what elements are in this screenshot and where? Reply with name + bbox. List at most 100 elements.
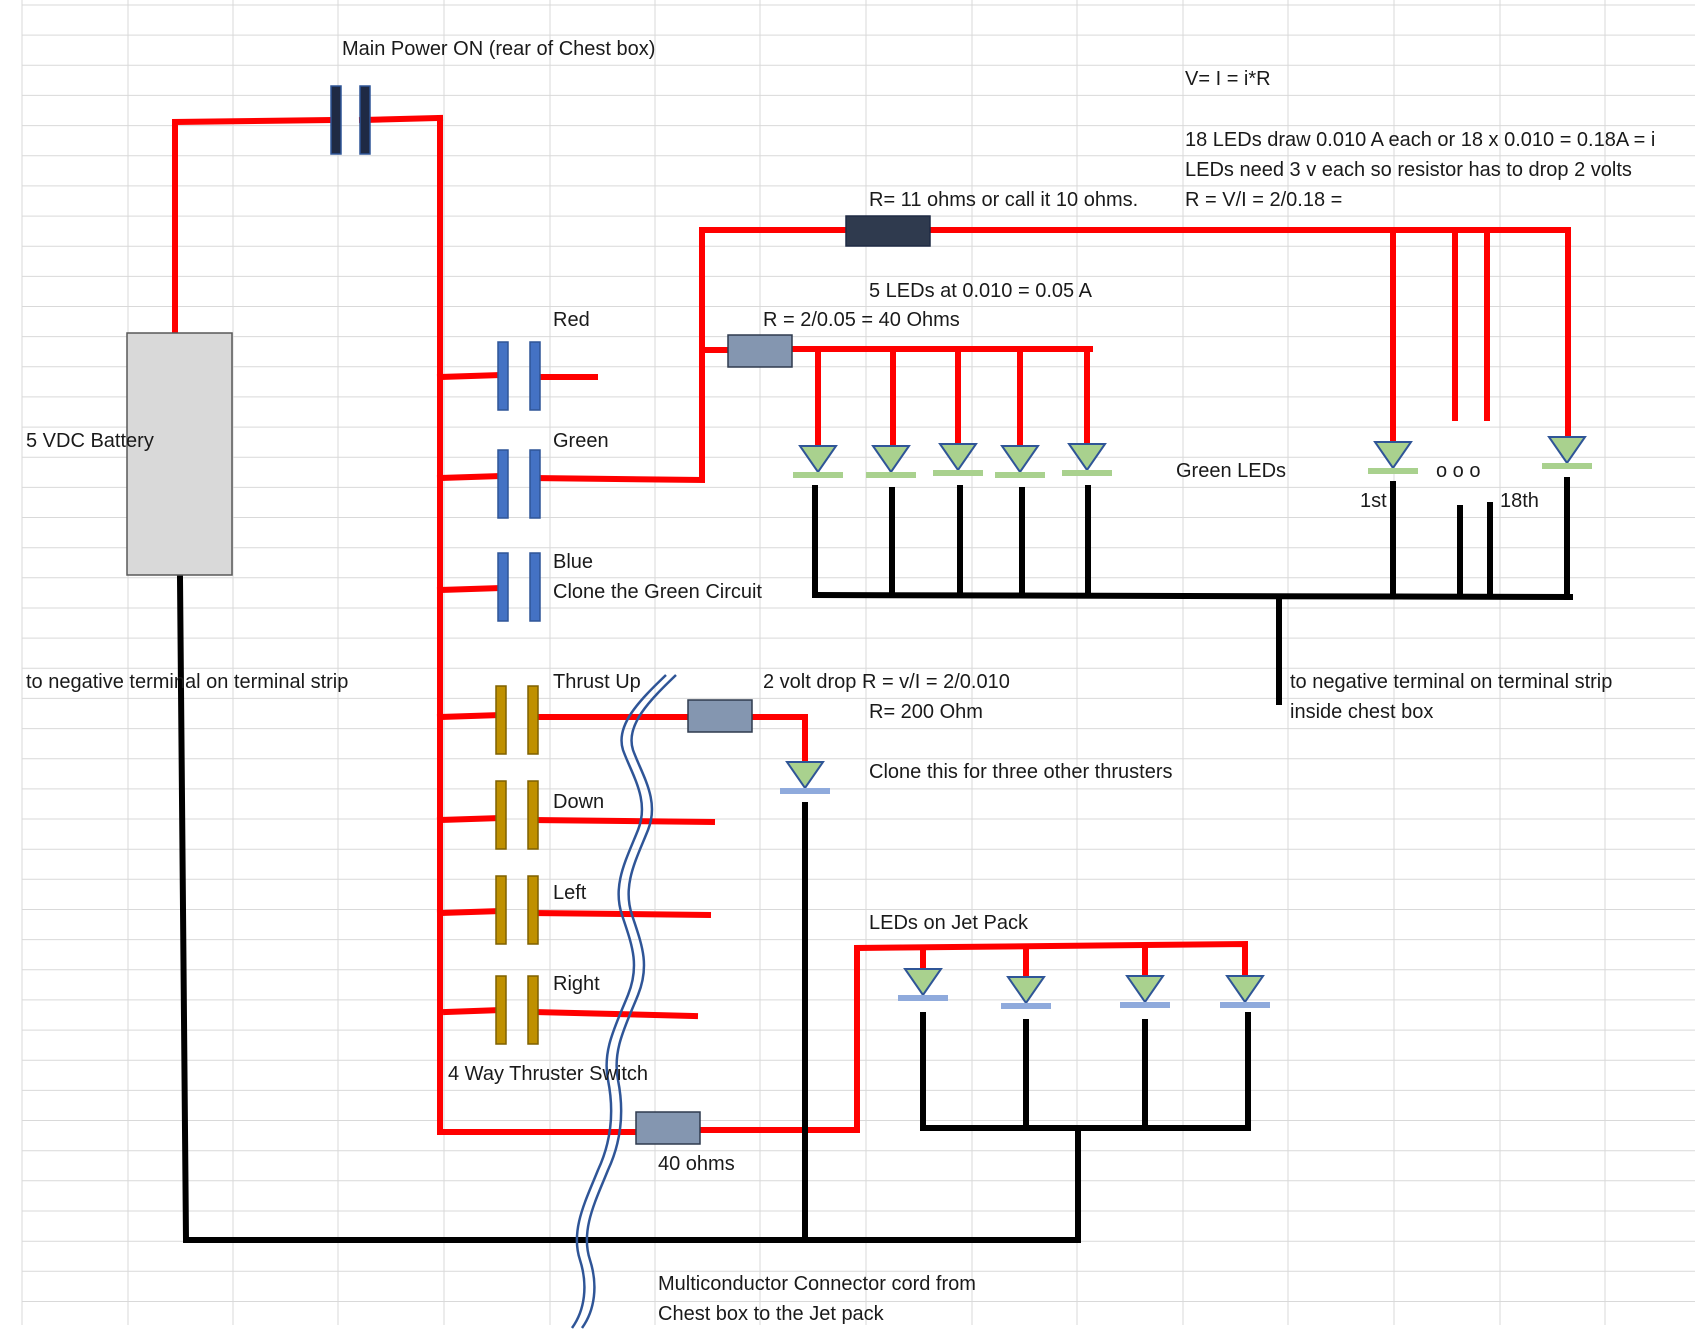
right-switch-left bbox=[495, 975, 507, 1045]
wire-thrust-up-to-led bbox=[749, 714, 808, 785]
wire-bus-to-right bbox=[442, 1006, 506, 1016]
blue-switch-plate-left bbox=[497, 552, 509, 622]
resistor-10-ohm bbox=[845, 215, 931, 247]
multiconductor-cord bbox=[570, 674, 677, 1329]
resistor-40-ohm-jetpack bbox=[635, 1111, 701, 1145]
label-thrust-up: Thrust Up bbox=[553, 671, 641, 693]
right-switch-right bbox=[527, 975, 539, 1045]
led-triangle bbox=[903, 968, 943, 997]
green-led-18th bbox=[1542, 436, 1592, 469]
led-triangle bbox=[1000, 445, 1040, 474]
main-switch-plate-left bbox=[330, 85, 342, 155]
jetpack-led-1 bbox=[898, 968, 948, 1001]
wire-green-switch-out bbox=[529, 227, 853, 484]
label-main-power: Main Power ON (rear of Chest box) bbox=[342, 38, 655, 60]
wire-down-out bbox=[529, 816, 716, 826]
thrust-up-switch-right bbox=[527, 685, 539, 755]
label-down: Down bbox=[553, 791, 604, 813]
left-switch-right bbox=[527, 875, 539, 945]
thrust-led bbox=[780, 761, 830, 794]
labels: Main Power ON (rear of Chest box) V= I =… bbox=[26, 38, 1655, 1325]
label-forty-ohms: 40 ohms bbox=[658, 1153, 735, 1175]
label-leds-jetpack: LEDs on Jet Pack bbox=[869, 912, 1029, 934]
jetpack-led-2 bbox=[1001, 976, 1051, 1009]
negative-wiring bbox=[176, 477, 1574, 1243]
led-triangle bbox=[1547, 436, 1587, 465]
color-switches bbox=[497, 341, 541, 622]
green-switch-plate-left bbox=[497, 449, 509, 519]
green-led-5 bbox=[1062, 443, 1112, 476]
label-left: Left bbox=[553, 882, 587, 904]
left-switch-left bbox=[495, 875, 507, 945]
label-neg-left: to negative terminal on terminal strip bbox=[26, 671, 348, 693]
green-led-3 bbox=[933, 443, 983, 476]
label-clone-green: Clone the Green Circuit bbox=[553, 581, 762, 603]
label-clone-thrusters: Clone this for three other thrusters bbox=[869, 761, 1172, 783]
label-r-200: R= 200 Ohm bbox=[869, 701, 983, 723]
wire-right-out bbox=[529, 1008, 699, 1020]
wire-bus-to-green-switch bbox=[436, 472, 506, 482]
label-calc-line3: R = V/I = 2/0.18 = bbox=[1185, 189, 1342, 211]
label-green-leds: Green LEDs bbox=[1176, 460, 1286, 482]
led-triangle bbox=[938, 443, 978, 472]
label-calc-line1: 18 LEDs draw 0.010 A each or 18 x 0.010 … bbox=[1185, 129, 1655, 151]
label-two-volt-drop: 2 volt drop R = v/I = 2/0.010 bbox=[763, 671, 1010, 693]
main-switch-plate-right bbox=[359, 85, 371, 155]
wire-main-switch-right bbox=[358, 114, 444, 124]
wire-bus-to-blue-switch bbox=[436, 584, 506, 594]
cord-line-left bbox=[570, 674, 667, 1329]
label-four-way: 4 Way Thruster Switch bbox=[448, 1063, 648, 1085]
label-ohms-law: V= I = i*R bbox=[1185, 68, 1271, 90]
led-triangle bbox=[1373, 441, 1413, 470]
led-triangle bbox=[1006, 976, 1046, 1005]
led-triangle bbox=[785, 761, 825, 790]
down-switch-left bbox=[495, 780, 507, 850]
wire-40ohm-to-jetpack bbox=[699, 940, 1248, 1133]
label-led-dots: o o o bbox=[1436, 460, 1480, 482]
led-triangle bbox=[871, 445, 911, 474]
wire-bus-to-thrust-up bbox=[436, 711, 506, 721]
wire-bus-to-left bbox=[436, 907, 506, 917]
green-led-2 bbox=[866, 445, 916, 478]
red-switch-plate-right bbox=[529, 341, 541, 411]
wire-bus-to-down bbox=[436, 814, 506, 824]
cord-line-right bbox=[580, 674, 677, 1329]
label-neg-right-2: inside chest box bbox=[1290, 701, 1433, 723]
label-green: Green bbox=[553, 430, 609, 452]
label-multicond-2: Chest box to the Jet pack bbox=[658, 1303, 885, 1325]
wire-bus-to-red-switch bbox=[436, 371, 506, 381]
label-calc-line2: LEDs need 3 v each so resistor has to dr… bbox=[1185, 159, 1632, 181]
label-five-leds: 5 LEDs at 0.010 = 0.05 A bbox=[869, 280, 1093, 302]
wire-green-neg-bus bbox=[811, 591, 1574, 601]
led-triangle bbox=[1125, 975, 1165, 1004]
positive-wiring bbox=[172, 114, 1571, 1135]
label-red: Red bbox=[553, 309, 590, 331]
wire-battery-negative bbox=[176, 574, 1081, 1243]
label-battery: 5 VDC Battery bbox=[26, 430, 154, 452]
thruster-switches bbox=[495, 685, 539, 1045]
led-triangle bbox=[798, 445, 838, 474]
green-led-1 bbox=[793, 445, 843, 478]
down-switch-right bbox=[527, 780, 539, 850]
wire-main-bus bbox=[437, 115, 638, 1135]
blue-switch-plate-right bbox=[529, 552, 541, 622]
resistor-40-ohm-green bbox=[727, 334, 793, 368]
wire-battery-to-main-switch bbox=[172, 116, 334, 333]
jetpack-led-3 bbox=[1120, 975, 1170, 1008]
label-led-last: 18th bbox=[1500, 490, 1539, 512]
label-r-11-ohms: R= 11 ohms or call it 10 ohms. bbox=[869, 189, 1138, 211]
label-multicond-1: Multiconductor Connector cord from bbox=[658, 1273, 976, 1295]
red-switch-plate-left bbox=[497, 341, 509, 411]
battery bbox=[126, 332, 233, 576]
label-blue: Blue bbox=[553, 551, 593, 573]
label-right: Right bbox=[553, 973, 600, 995]
jetpack-led-4 bbox=[1220, 975, 1270, 1008]
green-led-4 bbox=[995, 445, 1045, 478]
wire-jetpack-negative-bus bbox=[920, 1012, 1251, 1131]
led-triangle bbox=[1225, 975, 1265, 1004]
thrust-up-switch-left bbox=[495, 685, 507, 755]
main-power-switch bbox=[330, 85, 371, 155]
resistor-200-ohm bbox=[687, 699, 753, 733]
label-r-40-ohms: R = 2/0.05 = 40 Ohms bbox=[763, 309, 960, 331]
